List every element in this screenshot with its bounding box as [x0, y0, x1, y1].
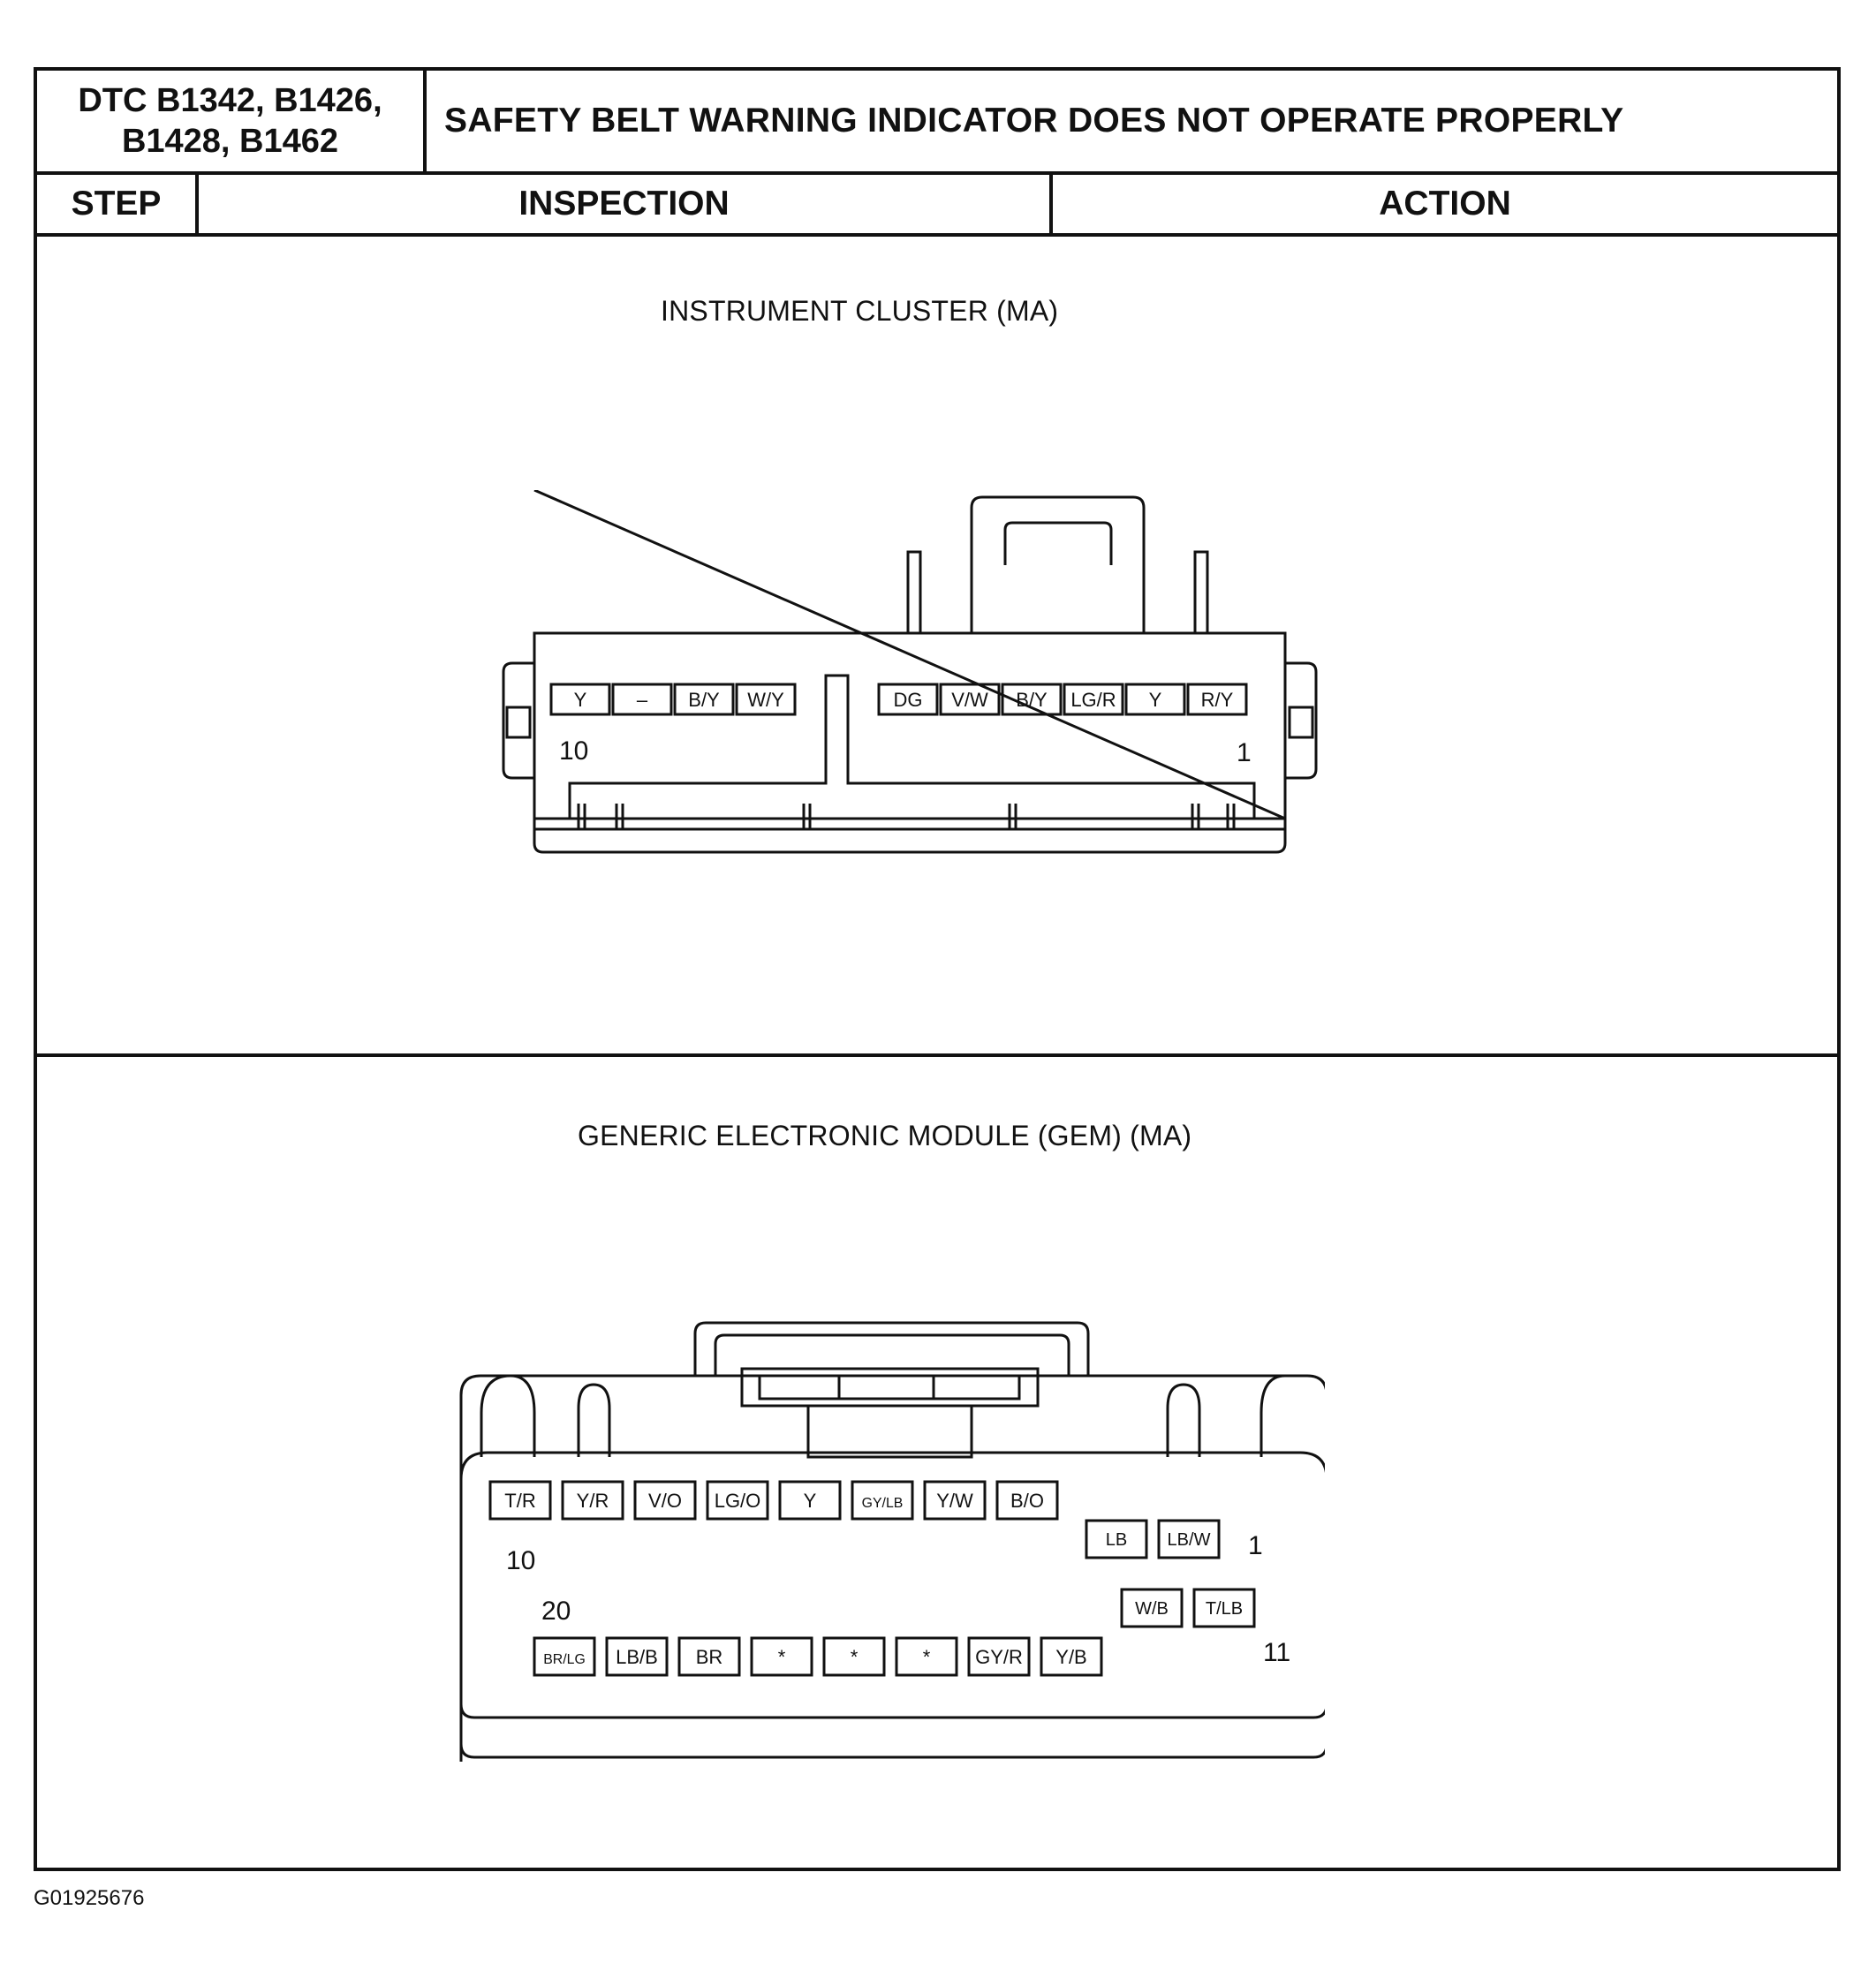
ic-pin-left-label-3: B/Y: [688, 689, 720, 711]
gem-bottom-pin-label-1: BR/LG: [543, 1652, 586, 1667]
gem-top-pin-5: Y: [778, 1480, 842, 1521]
ic-pin-right-label-2: V/W: [951, 689, 988, 711]
gem-top-pin-4: LG/O: [706, 1480, 769, 1521]
dtc-codes: DTC B1342, B1426, B1428, B1462: [78, 82, 382, 160]
header-row: DTC B1342, B1426, B1428, B1462 SAFETY BE…: [37, 71, 1837, 175]
gem-bottom-pin-label-6: *: [923, 1646, 931, 1668]
gem-bottom-pin-3: BR: [677, 1636, 741, 1677]
ic-pin-right-label-4: LG/R: [1070, 689, 1116, 711]
column-action-label: ACTION: [1379, 185, 1511, 223]
gem-bottom-right-pin-2: T/LB: [1192, 1588, 1256, 1628]
gem-top-right-pin-2: LB/W: [1157, 1519, 1221, 1559]
gem-top-pin-8: B/O: [995, 1480, 1059, 1521]
column-step-label: STEP: [71, 185, 162, 223]
gem-bottom-pin-label-8: Y/B: [1055, 1646, 1086, 1668]
gem-pin-label-11: 11: [1263, 1638, 1290, 1667]
gem-bottom-pin-2: LB/B: [605, 1636, 669, 1677]
column-inspection: INSPECTION: [199, 175, 1053, 233]
ic-pin-right-label-3: B/Y: [1016, 689, 1048, 711]
column-header-row: STEP INSPECTION ACTION: [37, 175, 1837, 237]
ic-pin-left-2: –: [611, 683, 673, 716]
ic-pin-right-label-1: DG: [894, 689, 923, 711]
gem-bottom-pin-8: Y/B: [1040, 1636, 1103, 1677]
gem-bottom-right-pin-1: W/B: [1120, 1588, 1184, 1628]
column-action: ACTION: [1053, 175, 1837, 233]
gem-pin-label-10: 10: [506, 1546, 535, 1575]
ic-pin-label-1: 1: [1237, 738, 1252, 767]
title-cell: SAFETY BELT WARNING INDICATOR DOES NOT O…: [427, 71, 1837, 171]
gem-top-pin-7: Y/W: [923, 1480, 987, 1521]
procedure-table: DTC B1342, B1426, B1428, B1462 SAFETY BE…: [34, 67, 1841, 1871]
gem-top-pin-3: V/O: [633, 1480, 697, 1521]
gem-bottom-right-pin-label-2: T/LB: [1206, 1599, 1243, 1619]
figure-code: G01925676: [34, 1886, 145, 1910]
gem-bottom-pin-label-3: BR: [696, 1646, 723, 1668]
gem-top-pin-label-1: T/R: [504, 1490, 535, 1512]
gem-top-pin-label-2: Y/R: [577, 1490, 609, 1512]
ic-pin-left-4: W/Y: [735, 683, 797, 716]
section-divider: [37, 1053, 1837, 1057]
ic-pin-right-5: Y: [1124, 683, 1186, 716]
instrument-cluster-caption: INSTRUMENT CLUSTER (MA): [661, 295, 1059, 327]
gem-caption: GENERIC ELECTRONIC MODULE (GEM) (MA): [578, 1120, 1192, 1151]
gem-top-right-pin-label-1: LB: [1106, 1530, 1127, 1550]
gem-bottom-pin-label-4: *: [778, 1646, 786, 1668]
column-inspection-label: INSPECTION: [518, 185, 730, 223]
instrument-cluster-connector: Y – B/Y W/Y DG V/W B/Y LG/R Y R/Y 10 1: [502, 490, 1318, 854]
ic-pin-left-label-4: W/Y: [747, 689, 784, 711]
ic-pin-right-1: DG: [877, 683, 939, 716]
ic-pin-label-10: 10: [559, 736, 588, 766]
gem-bottom-pin-6: *: [895, 1636, 958, 1677]
ic-pin-right-4: LG/R: [1063, 683, 1124, 716]
ic-pin-left-3: B/Y: [673, 683, 735, 716]
gem-bottom-right-pin-label-1: W/B: [1135, 1599, 1169, 1619]
dtc-cell: DTC B1342, B1426, B1428, B1462: [37, 71, 427, 171]
ic-pin-left-label-1: Y: [574, 689, 587, 711]
ic-pin-right-2: V/W: [939, 683, 1001, 716]
gem-top-pin-6: GY/LB: [851, 1480, 914, 1521]
column-step: STEP: [37, 175, 199, 233]
page-title: SAFETY BELT WARNING INDICATOR DOES NOT O…: [444, 102, 1624, 140]
gem-top-pin-label-8: B/O: [1010, 1490, 1044, 1512]
gem-pin-label-1: 1: [1248, 1531, 1263, 1560]
gem-top-pin-label-7: Y/W: [936, 1490, 973, 1512]
gem-top-pin-label-3: V/O: [648, 1490, 682, 1512]
ic-pin-left-label-2: –: [637, 689, 648, 711]
gem-bottom-pin-7: GY/R: [967, 1636, 1031, 1677]
gem-bottom-pin-5: *: [822, 1636, 886, 1677]
gem-top-right-pin-label-2: LB/W: [1168, 1530, 1211, 1550]
gem-bottom-pin-4: *: [750, 1636, 813, 1677]
gem-top-right-pin-1: LB: [1085, 1519, 1148, 1559]
gem-top-pin-label-6: GY/LB: [862, 1496, 904, 1511]
gem-top-pin-label-4: LG/O: [715, 1490, 761, 1512]
gem-top-pin-1: T/R: [488, 1480, 552, 1521]
gem-bottom-pin-label-7: GY/R: [975, 1646, 1023, 1668]
gem-top-pin-2: Y/R: [561, 1480, 624, 1521]
gem-bottom-pin-label-5: *: [851, 1646, 859, 1668]
gem-top-pin-label-5: Y: [804, 1490, 817, 1512]
ic-pin-right-3: B/Y: [1001, 683, 1063, 716]
gem-bottom-pin-1: BR/LG: [533, 1636, 596, 1677]
ic-pin-right-label-5: Y: [1149, 689, 1162, 711]
gem-bottom-pin-label-2: LB/B: [616, 1646, 658, 1668]
ic-pin-right-6: R/Y: [1186, 683, 1248, 716]
ic-pin-right-label-6: R/Y: [1201, 689, 1234, 711]
gem-connector: T/R Y/R V/O LG/O Y GY/LB Y/W B/O LB LB/W W/B T/LB…: [459, 1321, 1325, 1762]
ic-pin-left-1: Y: [549, 683, 611, 716]
gem-pin-label-20: 20: [541, 1597, 571, 1626]
